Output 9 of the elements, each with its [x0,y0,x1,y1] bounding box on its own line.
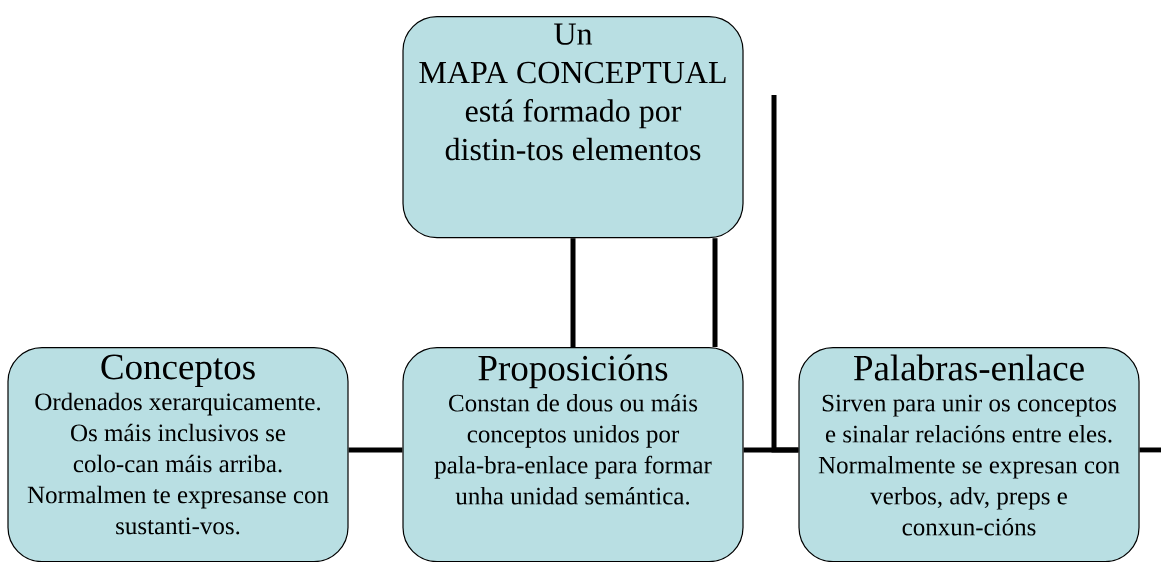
connector-line [712,238,718,347]
concept-box: Conceptos Ordenados xerarquicamente. Os máis inclusivos se colo-can máis arriba. Normalmen te expresanse con sustanti-vos. [7,347,349,562]
connector-line [1139,447,1161,453]
concept-box: Palabras-enlace Sirven para unir os conceptos e sinalar relacións entre eles. Normalmente se expresan con verbos, adv, preps e conxun-cións [798,347,1140,562]
connector-line [348,447,403,453]
concept-box: Un MAPA CONCEPTUAL está formado por distin-tos elementos [402,16,744,239]
connector-line [570,238,576,347]
connector-line [771,95,799,453]
concept-box: Proposicións Constan de dous ou máis conceptos unidos por pala-bra-enlace para formar unha unidad semántica. [402,347,744,562]
